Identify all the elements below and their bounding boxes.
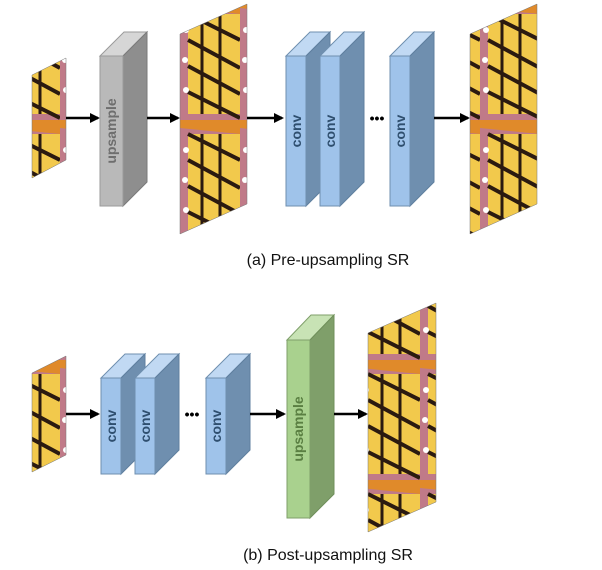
conv-label: conv	[208, 409, 224, 442]
conv-label: conv	[288, 114, 304, 147]
upsampled-image	[179, 3, 248, 235]
conv-block: conv	[388, 30, 436, 208]
upsample-label: upsample	[290, 396, 306, 462]
upsample-label: upsample	[103, 98, 119, 164]
caption-post-upsampling: (b) Post-upsampling SR	[243, 547, 413, 564]
upsample-block: upsample	[285, 313, 336, 520]
conv-label: conv	[137, 409, 153, 442]
ellipsis: •••	[185, 406, 200, 422]
ellipsis: •••	[370, 110, 385, 126]
upsample-block: upsample	[98, 30, 149, 208]
conv-label: conv	[322, 114, 338, 147]
caption-pre-upsampling: (a) Pre-upsampling SR	[247, 252, 410, 269]
panel-pre-upsampling: upsample conv conv ••• conv (a)	[31, 3, 538, 269]
conv-block: conv	[318, 30, 366, 208]
panel-post-upsampling: conv conv ••• conv upsample (b) Post-ups…	[31, 302, 437, 564]
conv-label: conv	[103, 409, 119, 442]
high-res-output-image	[367, 302, 437, 533]
conv-block: conv	[204, 352, 252, 476]
conv-block: conv	[133, 352, 181, 476]
high-res-output-image	[469, 3, 538, 235]
low-res-input-image	[31, 355, 67, 473]
low-res-input-image	[31, 57, 67, 179]
conv-label: conv	[392, 114, 408, 147]
